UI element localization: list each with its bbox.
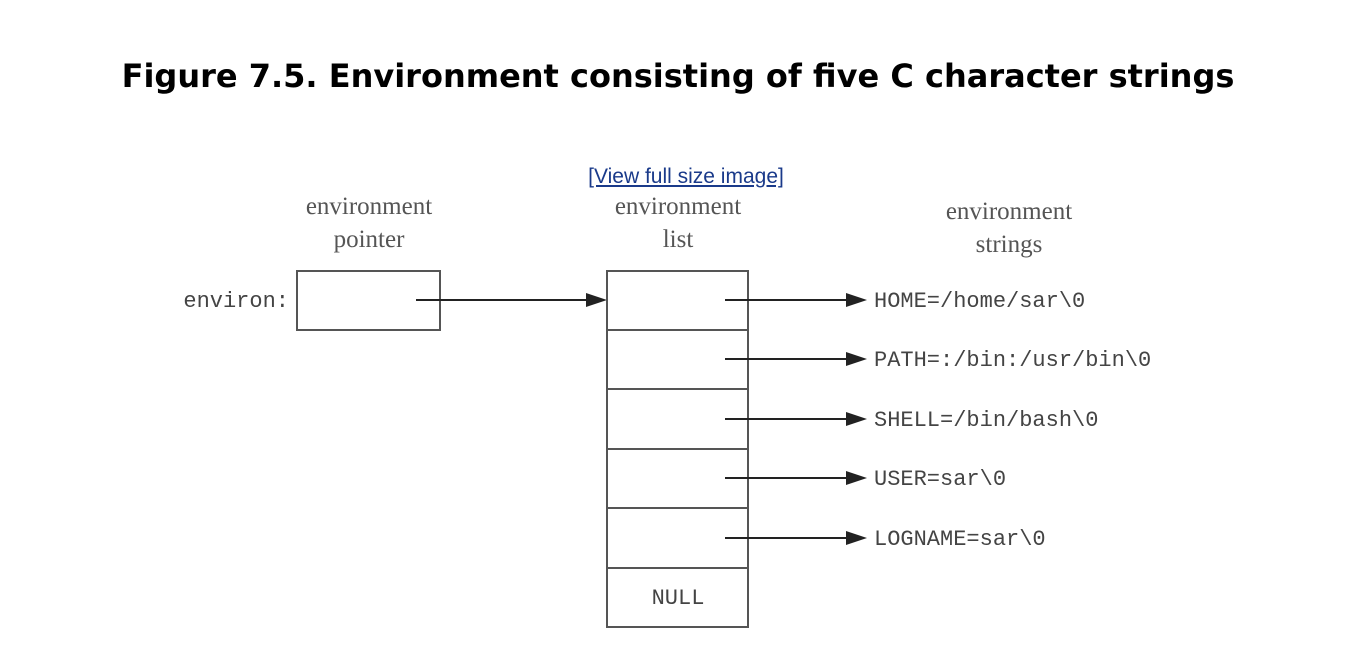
environ-variable-label: environ: (183, 289, 289, 314)
env-string-path: PATH=:/bin:/usr/bin\0 (874, 348, 1151, 373)
figure-title: Figure 7.5. Environment consisting of fi… (121, 57, 1235, 95)
string-arrow-4 (725, 531, 867, 545)
strings-heading-line2: strings (976, 231, 1043, 258)
strings-heading-line1: environment (946, 198, 1072, 225)
pointer-arrowhead (586, 293, 607, 307)
list-cell-null (606, 567, 749, 628)
env-string-logname: LOGNAME=sar\0 (874, 527, 1046, 552)
view-full-size-link[interactable]: [View full size image] (588, 165, 784, 188)
environment-list: NULL (606, 270, 749, 628)
env-string-home: HOME=/home/sar\0 (874, 289, 1085, 314)
string-arrow-0 (725, 293, 867, 307)
string-arrow-3 (725, 471, 867, 485)
null-label: NULL (652, 586, 705, 611)
pointer-heading-line1: environment (306, 193, 432, 220)
pointer-heading-line2: pointer (334, 226, 405, 253)
list-heading-line2: list (663, 226, 694, 253)
string-arrow-1 (725, 352, 867, 366)
env-string-user: USER=sar\0 (874, 467, 1006, 492)
string-arrow-2 (725, 412, 867, 426)
list-heading-line1: environment (615, 193, 741, 220)
env-string-shell: SHELL=/bin/bash\0 (874, 408, 1098, 433)
